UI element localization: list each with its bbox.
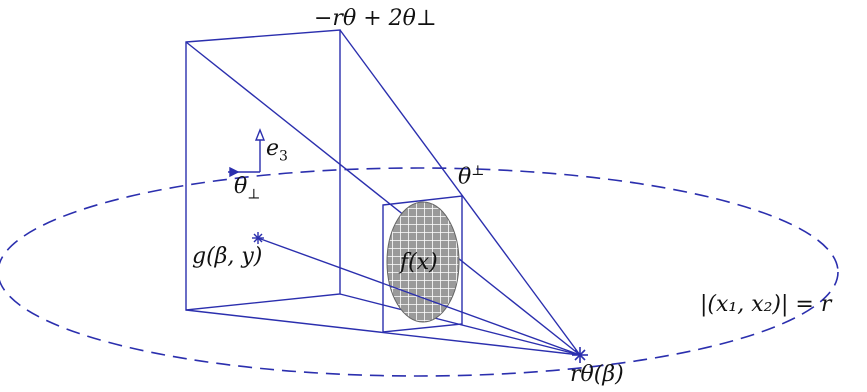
g-point-label: g(β, y) (192, 246, 262, 268)
theta-perp-right-text: θ (458, 164, 472, 190)
theta-perp-left-text: θ (234, 174, 248, 199)
ray-line (257, 237, 581, 356)
circle-radius-text: |(x₁, x₂)| = r (700, 292, 832, 317)
g-point-text: g(β, y) (192, 244, 263, 269)
g-point-marker (252, 232, 264, 244)
e3-text: e (266, 136, 280, 161)
source-marker (572, 347, 588, 363)
source-label: rθ(β) (570, 364, 624, 386)
e3-subscript: 3 (279, 148, 288, 165)
theta-perp-left-sub: ⊥ (247, 186, 261, 203)
dashed-circle (0, 167, 839, 377)
f-object-text: f(x) (400, 250, 438, 275)
top-vertex-label: −rθ + 2θ⊥ (314, 8, 437, 30)
top-vertex-text: −rθ + 2θ⊥ (314, 6, 437, 31)
theta-perp-right-label: θ⊥ (458, 164, 484, 188)
theta-perp-left-label: θ⊥ (234, 174, 261, 203)
f-object-label: f(x) (400, 252, 438, 274)
circle-radius-label: |(x₁, x₂)| = r (700, 294, 831, 316)
theta-perp-right-sup: ⊥ (471, 163, 485, 179)
source-text: rθ(β) (570, 362, 624, 387)
object-box (382, 195, 463, 333)
axis-arrows (228, 128, 266, 178)
e3-label: e3 (266, 136, 288, 165)
